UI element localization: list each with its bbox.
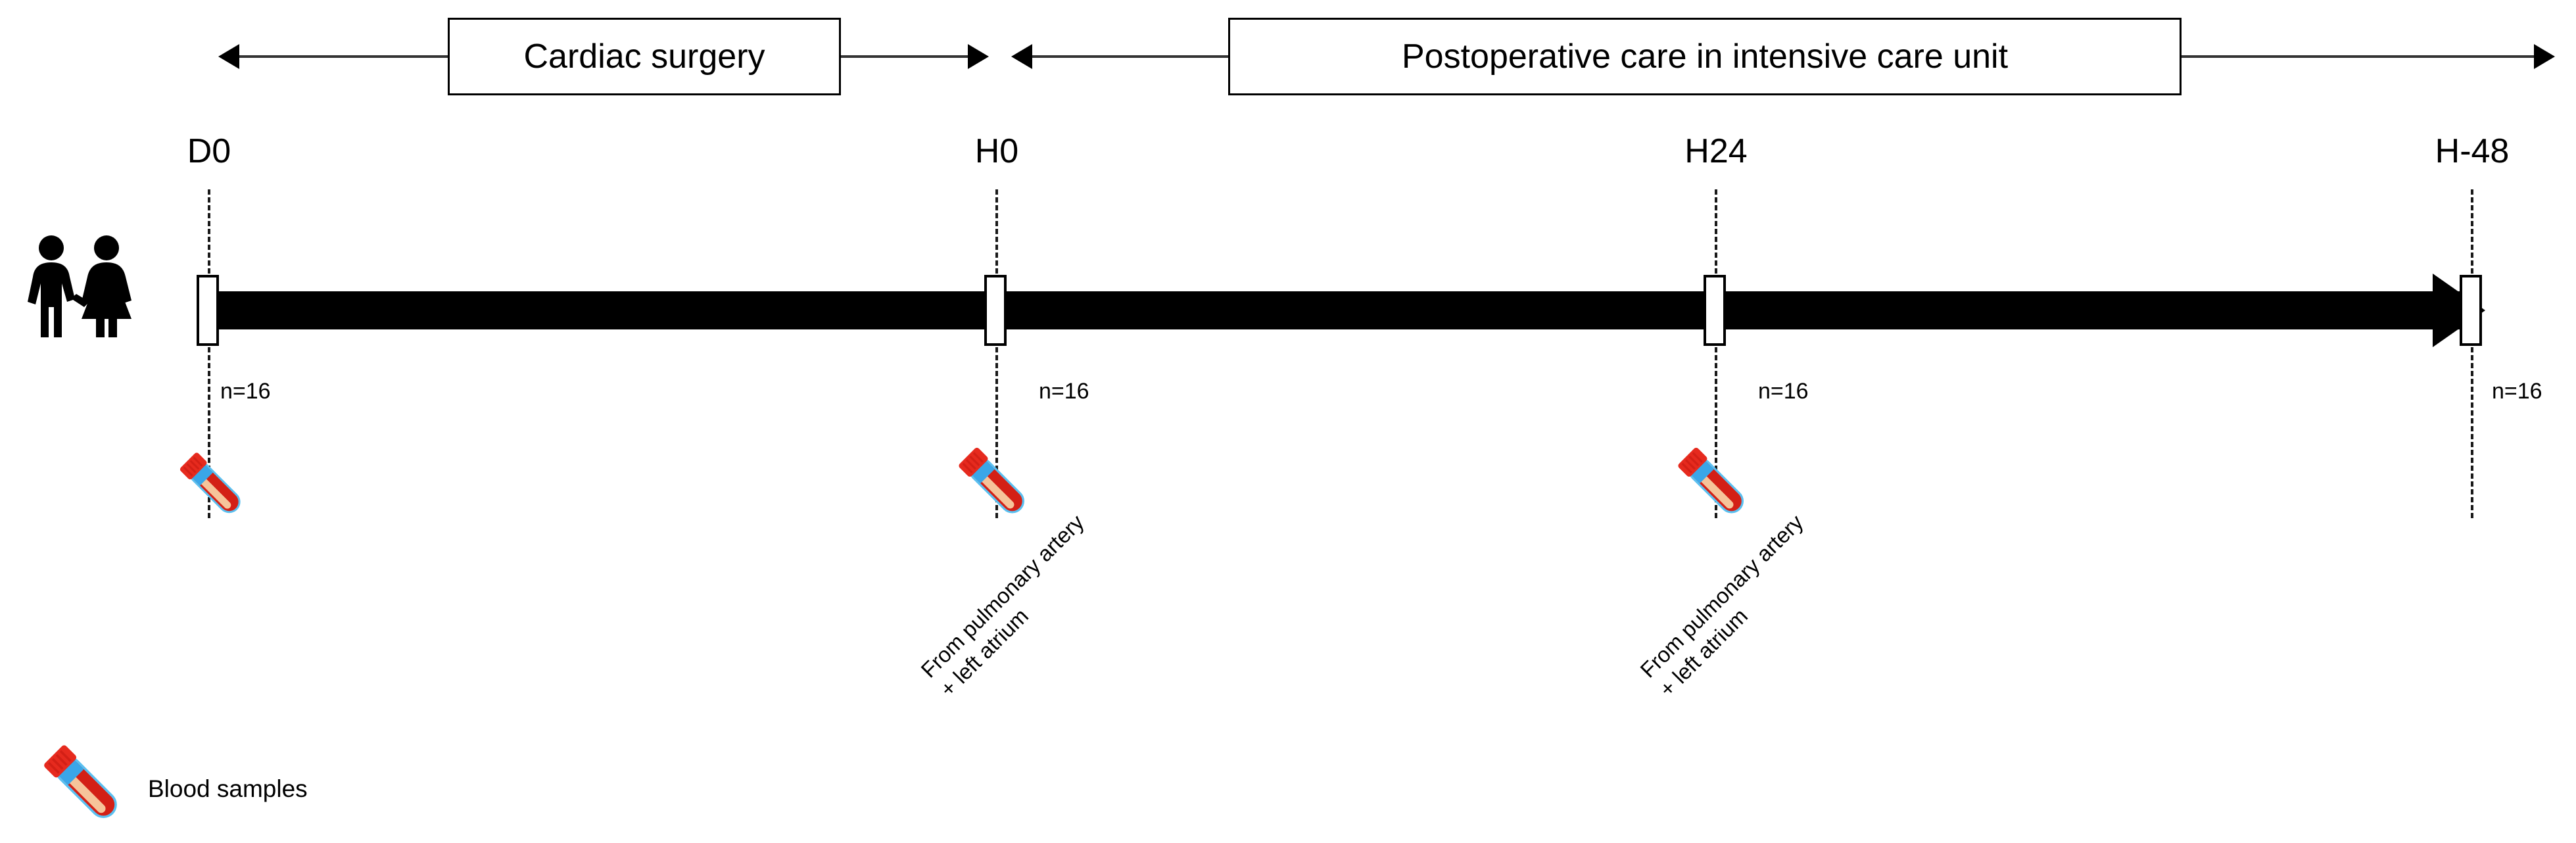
sample-source-line2-h24: + left atrium — [1654, 604, 1753, 702]
blood-tube-icon-h24 — [1678, 447, 1744, 514]
sample-source-line1-h0: From pulmonary artery — [916, 510, 1089, 683]
timepoint-label-d0: D0 — [187, 132, 231, 170]
timepoint-label-h0: H0 — [974, 132, 1019, 170]
phase-box-cardiac-surgery: Cardiac surgery — [448, 18, 841, 95]
icu-right-arrow-line — [2182, 55, 2534, 58]
surgery-right-arrowhead-icon — [968, 44, 989, 69]
icu-left-arrow-line — [1032, 55, 1228, 58]
timeline-bar — [197, 291, 2482, 329]
icu-right-arrowhead-icon — [2534, 44, 2555, 69]
sample-source-line2-h0: + left atrium — [935, 604, 1034, 702]
blood-tube-icon-h0 — [959, 447, 1025, 514]
timepoint-tick-d0 — [197, 275, 219, 346]
phase-label-cardiac-surgery: Cardiac surgery — [523, 37, 765, 76]
surgery-left-arrowhead-icon — [218, 44, 239, 69]
sample-source-line1-h24: From pulmonary artery — [1635, 510, 1808, 683]
timepoint-tick-h-48 — [2460, 275, 2482, 346]
timepoint-tick-h24 — [1704, 275, 1726, 346]
blood-tube-icon-d0 — [179, 452, 241, 514]
legend-blood-tube-icon — [44, 745, 117, 819]
count-label-h-48: n=16 — [2492, 379, 2542, 404]
icu-left-arrowhead-icon — [1011, 44, 1032, 69]
phase-box-postoperative-care: Postoperative care in intensive care uni… — [1228, 18, 2182, 95]
guide-line-h0 — [995, 189, 998, 518]
guide-line-h-48 — [2471, 189, 2473, 518]
phase-label-postoperative-care: Postoperative care in intensive care uni… — [1401, 37, 2009, 76]
surgery-right-arrow-line — [841, 55, 968, 58]
timepoint-label-h-48: H-48 — [2435, 132, 2510, 170]
guide-line-h24 — [1715, 189, 1717, 518]
sample-source-note-h24: From pulmonary artery + left atrium — [1634, 509, 1828, 702]
guide-line-d0 — [208, 189, 210, 518]
count-label-d0: n=16 — [220, 379, 271, 404]
people-couple-icon — [28, 235, 131, 337]
count-label-h0: n=16 — [1039, 379, 1089, 404]
count-label-h24: n=16 — [1758, 379, 1809, 404]
legend-label: Blood samples — [148, 775, 308, 802]
sample-source-note-h0: From pulmonary artery + left atrium — [915, 509, 1109, 702]
surgery-left-arrow-line — [239, 55, 448, 58]
timepoint-label-h24: H24 — [1684, 132, 1748, 170]
timepoint-tick-h0 — [984, 275, 1007, 346]
